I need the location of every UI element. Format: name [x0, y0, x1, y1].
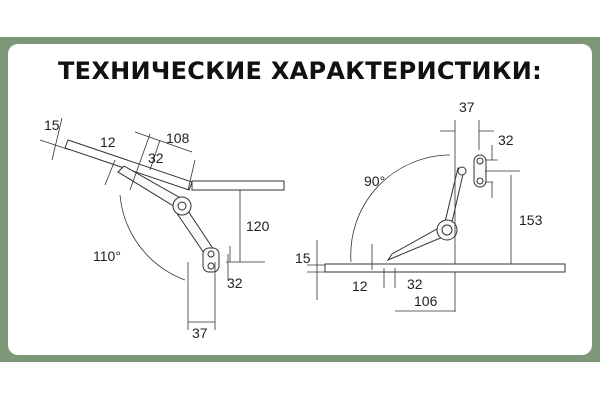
dim-left-angle: 110°	[93, 248, 121, 264]
dim-left-32-top: 32	[148, 150, 164, 166]
dim-left-15: 15	[44, 117, 60, 133]
diagram-right: 37 32 90° 153 15 12 32 106	[295, 99, 566, 312]
dim-right-15: 15	[295, 250, 311, 266]
dim-left-120: 120	[246, 218, 270, 234]
dim-left-12: 12	[100, 134, 116, 150]
dim-right-37: 37	[459, 99, 475, 115]
diagram-left: 15 12 108 32 120 110° 32 37	[39, 117, 285, 341]
spec-card	[8, 44, 592, 355]
dim-right-32-top: 32	[498, 132, 514, 148]
dim-right-32-bottom: 32	[407, 276, 423, 292]
dim-left-37: 37	[192, 325, 208, 341]
dim-right-12: 12	[352, 278, 368, 294]
dim-left-108: 108	[166, 130, 190, 146]
lid-panel	[64, 139, 193, 191]
dim-right-153: 153	[519, 212, 543, 228]
dim-left-32-bottom: 32	[227, 275, 243, 291]
cabinet-panel	[191, 180, 285, 191]
page-title: ТЕХНИЧЕСКИЕ ХАРАКТЕРИСТИКИ:	[57, 57, 543, 85]
dim-right-angle: 90°	[364, 173, 385, 189]
base-panel	[324, 263, 566, 273]
stay-arm-upper	[443, 167, 465, 227]
dim-right-106: 106	[414, 293, 438, 309]
